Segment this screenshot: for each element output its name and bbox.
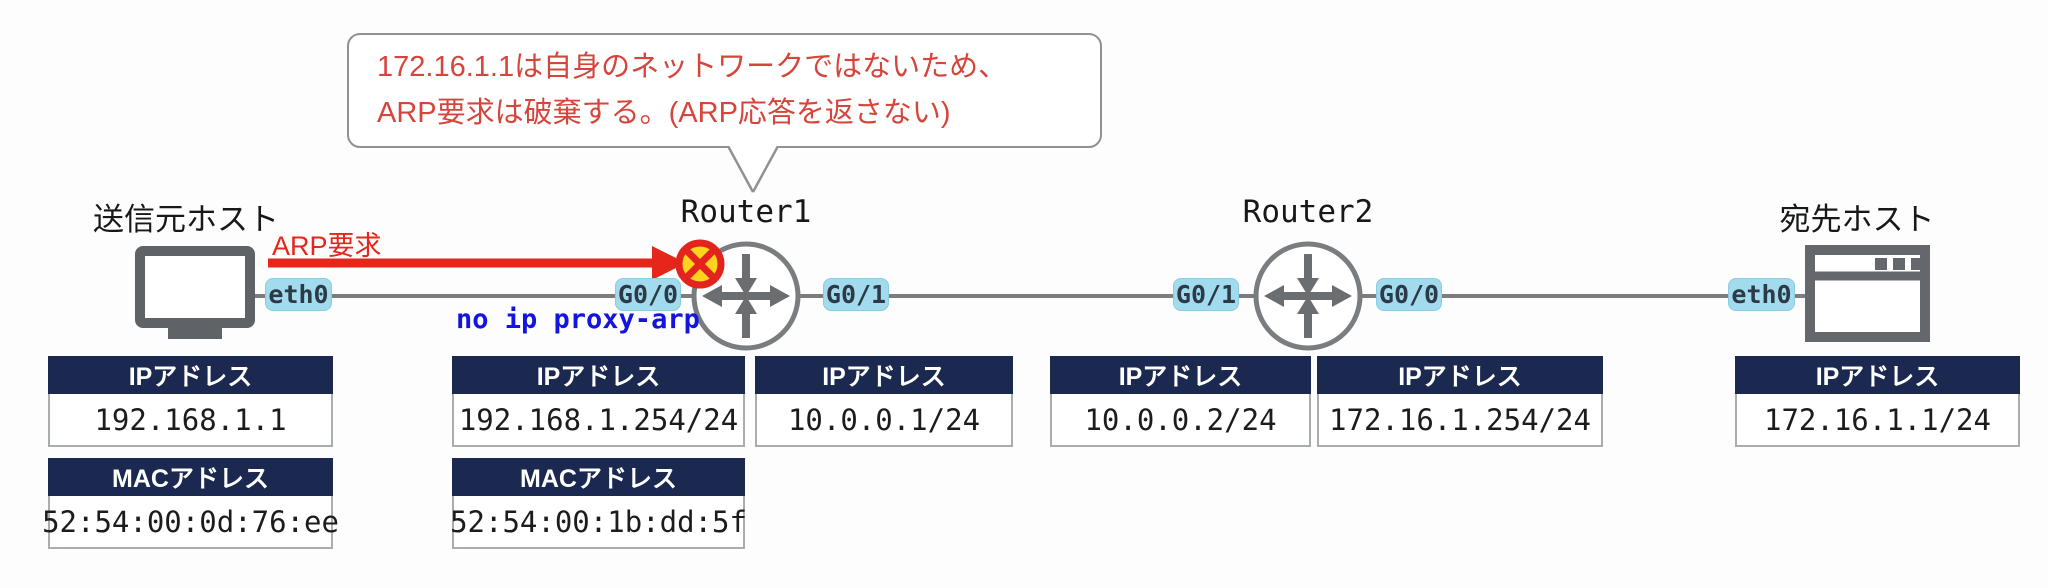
router2-g00-ip-table: IPアドレス 172.16.1.254/24 [1317,356,1603,447]
callout-line-1: 172.16.1.1は自身のネットワークではないため、 [377,51,1008,83]
table-header: IPアドレス [1317,356,1603,394]
dest-host-label: 宛先ホスト [1779,202,1935,237]
table-value: 52:54:00:1b:dd:5f [450,496,747,549]
router2-g01-ip-table: IPアドレス 10.0.0.2/24 [1050,356,1311,447]
source-host-monitor-icon [135,246,255,339]
table-header: IPアドレス [452,356,745,394]
dest-host-eth0-badge: eth0 [1728,278,1795,311]
network-link-line [253,294,1807,298]
table-header: MACアドレス [48,458,333,496]
table-header: IPアドレス [48,356,333,394]
table-value: 172.16.1.254/24 [1317,394,1603,447]
router1-label: Router1 [680,194,812,230]
arp-discard-prohibition-icon [675,239,725,289]
router1-g01-badge: G0/1 [823,278,889,311]
router1-g00-ip-table: IPアドレス 192.168.1.254/24 [452,356,745,447]
router1-g00-badge: G0/0 [615,278,681,311]
table-value: 172.16.1.1/24 [1735,394,2020,447]
router1-mac-table: MACアドレス 52:54:00:1b:dd:5f [450,458,747,549]
router2-label: Router2 [1242,194,1374,230]
router2-g00-badge: G0/0 [1376,278,1442,311]
callout-tail [726,146,780,193]
dest-host-server-icon [1805,245,1930,342]
router2-icon [1253,241,1363,351]
dest-host-ip-table: IPアドレス 172.16.1.1/24 [1735,356,2020,447]
callout-bubble: 172.16.1.1は自身のネットワークではないため、 ARP要求は破棄する。(… [347,33,1102,148]
table-header: IPアドレス [1050,356,1311,394]
source-host-mac-table: MACアドレス 52:54:00:0d:76:ee [42,458,339,549]
source-host-ip-table: IPアドレス 192.168.1.1 [48,356,333,447]
table-header: IPアドレス [1735,356,2020,394]
table-header: IPアドレス [755,356,1013,394]
table-header: MACアドレス [452,458,745,496]
arp-request-arrow [268,246,686,280]
source-host-label: 送信元ホスト [93,202,279,237]
table-value: 52:54:00:0d:76:ee [42,496,339,549]
router1-g01-ip-table: IPアドレス 10.0.0.1/24 [755,356,1013,447]
router1-icon [691,241,801,351]
arp-request-label: ARP要求 [272,231,382,261]
callout-line-2: ARP要求は破棄する。(ARP応答を返さない) [377,97,951,129]
table-value: 192.168.1.254/24 [452,394,745,447]
table-value: 10.0.0.1/24 [755,394,1013,447]
source-host-eth0-badge: eth0 [265,278,332,311]
table-value: 192.168.1.1 [48,394,333,447]
router2-g01-badge: G0/1 [1173,278,1239,311]
table-value: 10.0.0.2/24 [1050,394,1311,447]
